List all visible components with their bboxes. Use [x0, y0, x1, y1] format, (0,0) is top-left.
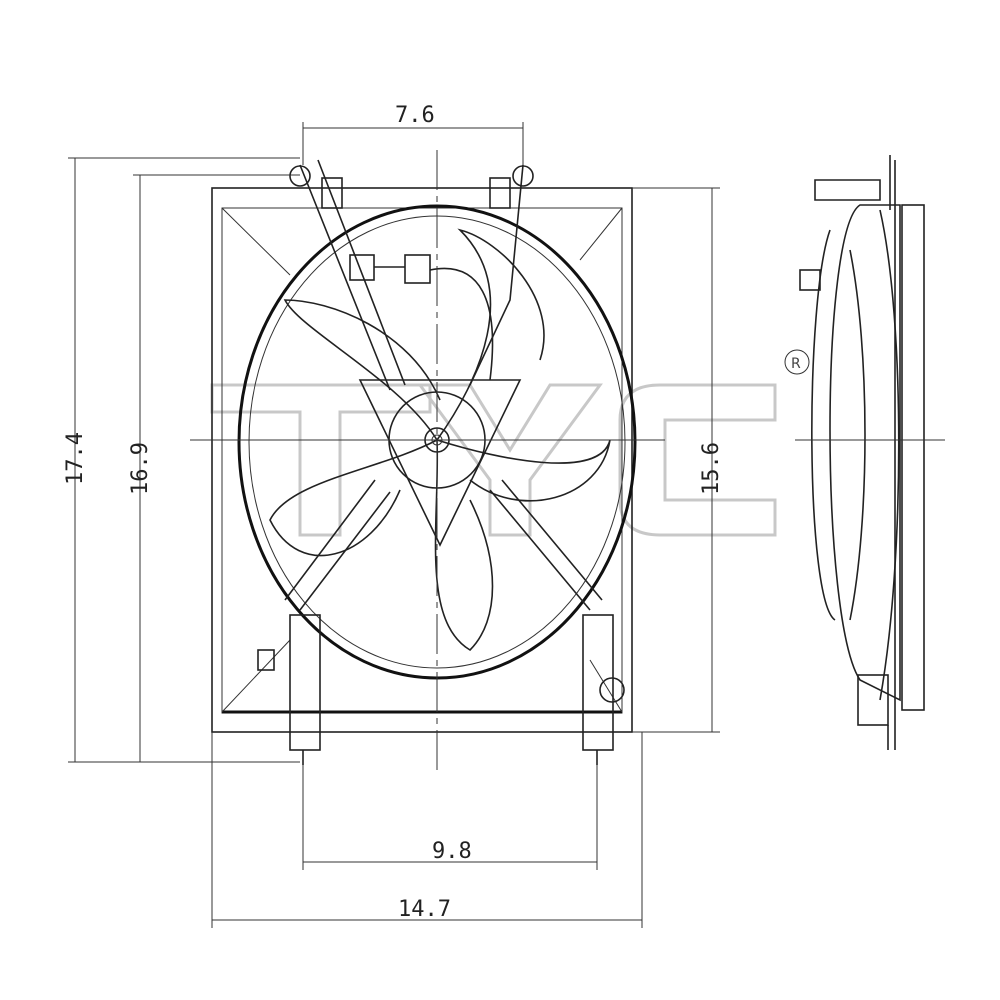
dim-mount-height: 16.9	[128, 442, 153, 495]
registered-mark-icon	[784, 349, 810, 375]
fan-side-view	[799, 155, 925, 750]
center-lines	[190, 150, 945, 770]
shroud-front-view	[211, 159, 637, 765]
dim-shroud-height: 15.6	[699, 442, 724, 495]
dim-overall-height: 17.4	[63, 432, 88, 485]
dimension-lines	[68, 122, 720, 928]
dim-top-mount-spacing: 7.6	[395, 103, 435, 128]
dim-bottom-mount-spacing: 9.8	[432, 839, 472, 864]
dim-overall-width: 14.7	[398, 897, 451, 922]
svg-text:R: R	[791, 356, 801, 372]
